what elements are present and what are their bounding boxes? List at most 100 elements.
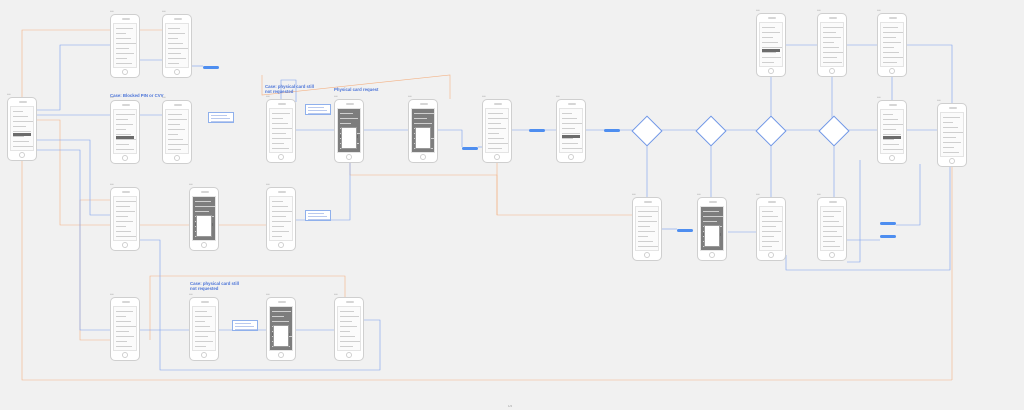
wireframe-bar [116,136,134,139]
phone-screen [110,187,140,251]
screen-caption-mark: ▪▪▪▪ [110,96,114,99]
wireframe-line [116,201,136,202]
wireframe-line [943,127,958,128]
phone-speaker-icon [201,191,209,193]
wireframe-line [195,316,212,317]
wireframe-line [638,216,652,217]
wireframe-line [116,139,136,140]
wireframe-bar [13,133,31,136]
phone-speaker-icon [174,18,182,20]
wireframe-bar [562,135,580,138]
wireframe-line [168,114,182,115]
wireframe-line [195,341,213,342]
home-button-icon [768,68,774,74]
wireframe-line [272,311,291,312]
action-tag [880,222,896,225]
wireframe-line [823,52,843,53]
wireframe-line [272,226,284,227]
wireframe-line [488,128,506,129]
home-button-icon [346,352,352,358]
note-line [235,323,251,324]
wireframe-line [272,316,284,317]
wireframe-bar [883,136,901,139]
screen-caption-mark: ▪▪▪▪ [110,183,114,186]
action-tag [462,147,478,150]
home-button-icon [346,154,352,160]
annotation-note [232,320,258,331]
wireframe-line [272,138,291,139]
screen-content [759,206,783,251]
home-button-icon [201,242,207,248]
wireframe-line [943,142,961,143]
screen-content [165,109,189,154]
wireframe-line [13,141,29,142]
wireframe-line [883,47,894,48]
wireframe-line [340,346,353,347]
screen-content [165,23,189,68]
connector-line [349,160,632,216]
wireframe-line [116,124,133,125]
wireframe-line [823,37,841,38]
home-button-icon [494,154,500,160]
home-button-icon [278,242,284,248]
wireframe-line [823,216,834,217]
note-line [235,329,257,330]
phone-speaker-icon [644,201,652,203]
screen-caption-mark: ▪▪▪▪ [937,99,941,102]
note-line [308,107,324,108]
wireframe-line [638,246,658,247]
screen-caption-mark: ▪▪▪▪ [877,96,881,99]
screen-content [485,108,509,153]
phone-screen [632,197,662,261]
wireframe-line [195,326,210,327]
wireframe-line [943,132,963,133]
home-button-icon [122,242,128,248]
action-tag [880,235,896,238]
home-button-icon [829,252,835,258]
screen-caption-mark: ▪▪▪▪ [7,93,11,96]
wireframe-line [638,221,657,222]
page-number: 1/2 [508,404,513,408]
wireframe-line [116,129,126,130]
wireframe-line [272,201,283,202]
phone-screen [266,187,296,251]
screen-caption-mark: ▪▪▪▪ [756,9,760,12]
screen-content [700,206,724,251]
phone-screen [877,13,907,77]
screen-caption-mark: ▪▪▪▪ [110,10,114,13]
wireframe-line [488,133,499,134]
wireframe-line [116,53,134,54]
wireframe-line [943,147,954,148]
screen-caption-mark: ▪▪▪▪ [110,293,114,296]
wireframe-line [168,38,178,39]
screen-content [337,108,361,153]
annotation-note [305,104,331,115]
connector-line [280,79,297,102]
phone-screen [697,197,727,261]
wireframe-line [272,231,289,232]
annotation-note [208,112,234,123]
home-button-icon [568,154,574,160]
wireframe-line [638,241,653,242]
wireframe-line [762,62,774,63]
wireframe-line [272,143,284,144]
home-button-icon [201,352,207,358]
wireframe-line [762,211,773,212]
wireframe-line [943,152,959,153]
wireframe-line [638,211,658,212]
wireframe-line [116,316,126,317]
wireframe-line [762,42,778,43]
phone-screen [334,297,364,361]
wireframe-line [883,114,893,115]
screen-caption-mark: ▪▪▪▪ [756,193,760,196]
wireframe-line [168,129,185,130]
wireframe-line [168,124,180,125]
screen-caption-mark: ▪▪▪▪ [266,95,270,98]
phone-speaker-icon [829,17,837,19]
wireframe-line [638,231,655,232]
phone-screen [756,197,786,261]
wireframe-line [562,113,572,114]
wireframe-line [703,221,717,222]
